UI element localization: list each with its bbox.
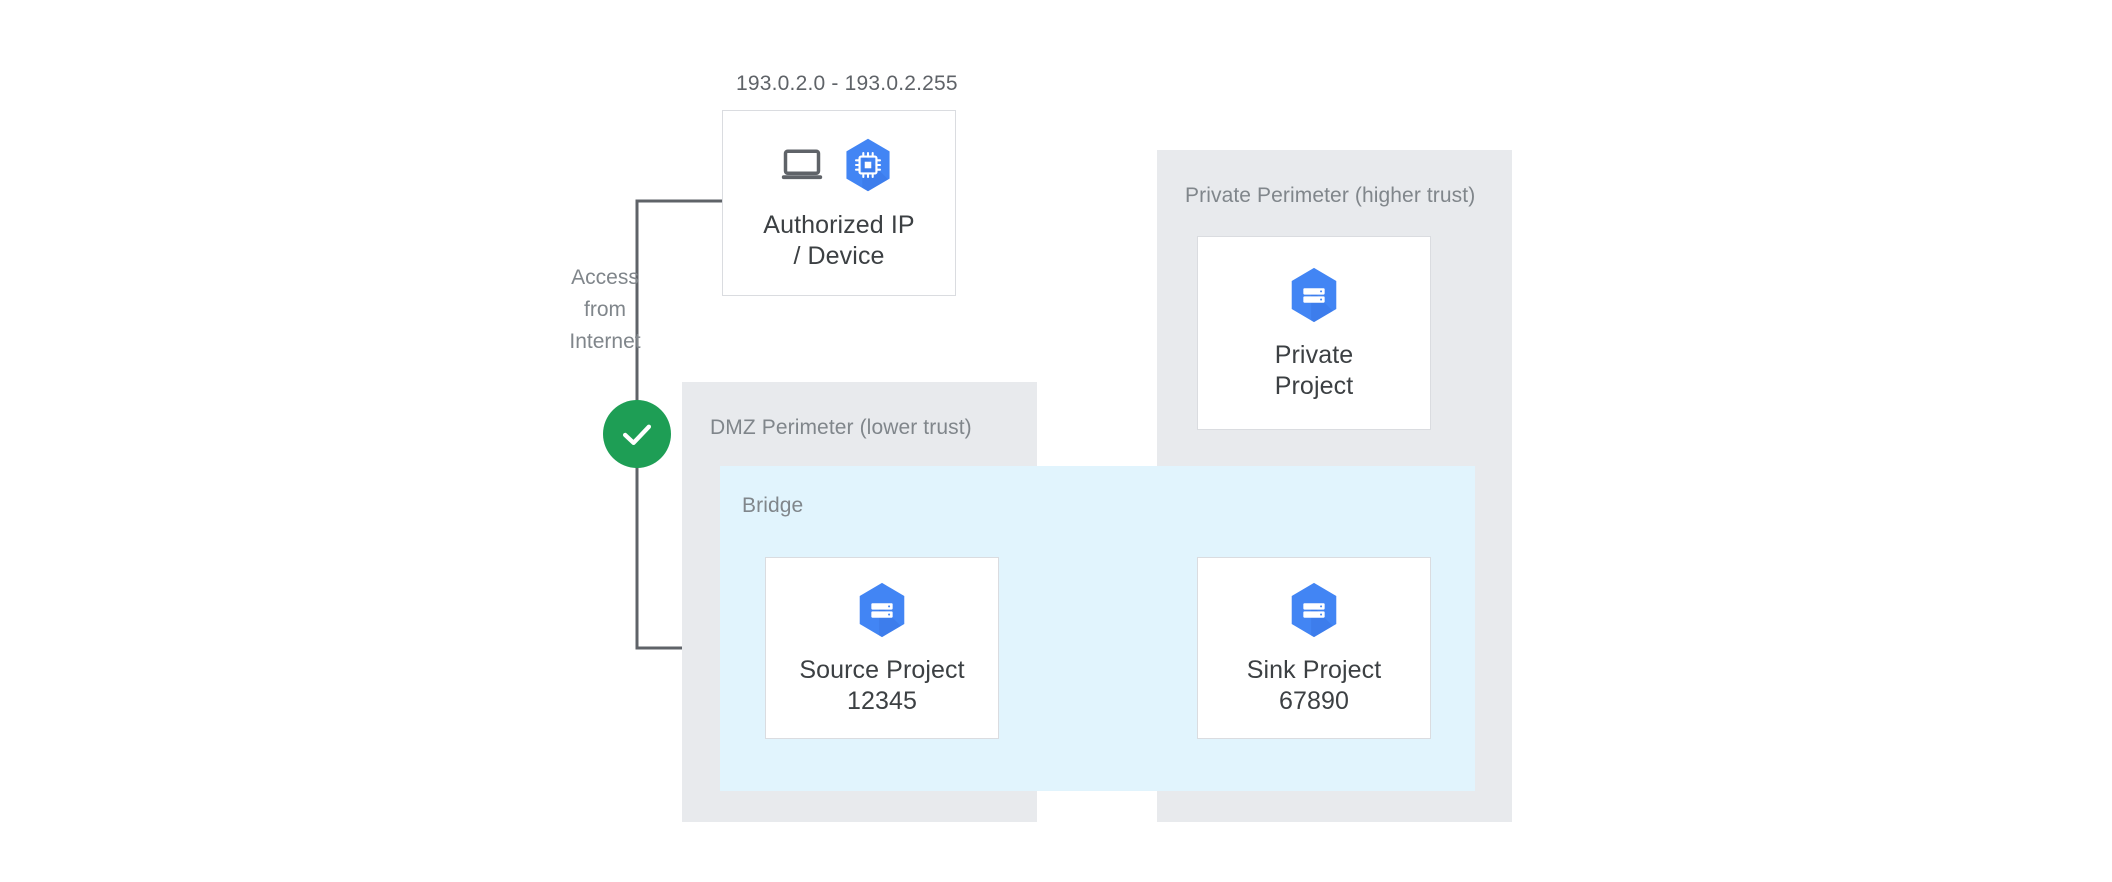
dmz-perimeter-label: DMZ Perimeter (lower trust): [710, 416, 972, 439]
access-from-internet-label: Access from Internet: [569, 266, 641, 353]
private-project-label: Private Project: [1274, 340, 1354, 401]
project-hexagon-icon: [851, 579, 913, 641]
laptop-icon: [780, 146, 824, 184]
access-allowed-badge: [603, 400, 671, 468]
authorized-ip-device-label: Authorized IP / Device: [763, 210, 915, 271]
sink-project-card[interactable]: Sink Project 67890: [1197, 557, 1431, 739]
device-card-icons: [780, 134, 898, 196]
source-project-label: Source Project 12345: [799, 655, 965, 716]
authorized-ip-device-card[interactable]: Authorized IP / Device: [722, 110, 956, 296]
check-icon: [618, 415, 656, 453]
sink-project-icons: [1283, 579, 1345, 641]
source-project-card[interactable]: Source Project 12345: [765, 557, 999, 739]
project-hexagon-icon: [1283, 579, 1345, 641]
sink-project-label: Sink Project 67890: [1246, 655, 1382, 716]
private-perimeter-label: Private Perimeter (higher trust): [1185, 184, 1476, 207]
private-project-icons: [1283, 264, 1345, 326]
compute-engine-hexagon-icon: [838, 135, 898, 195]
bridge-label: Bridge: [742, 494, 804, 517]
ip-range-caption: 193.0.2.0 - 193.0.2.255: [736, 72, 958, 95]
private-project-card[interactable]: Private Project: [1197, 236, 1431, 430]
source-project-icons: [851, 579, 913, 641]
project-hexagon-icon: [1283, 264, 1345, 326]
